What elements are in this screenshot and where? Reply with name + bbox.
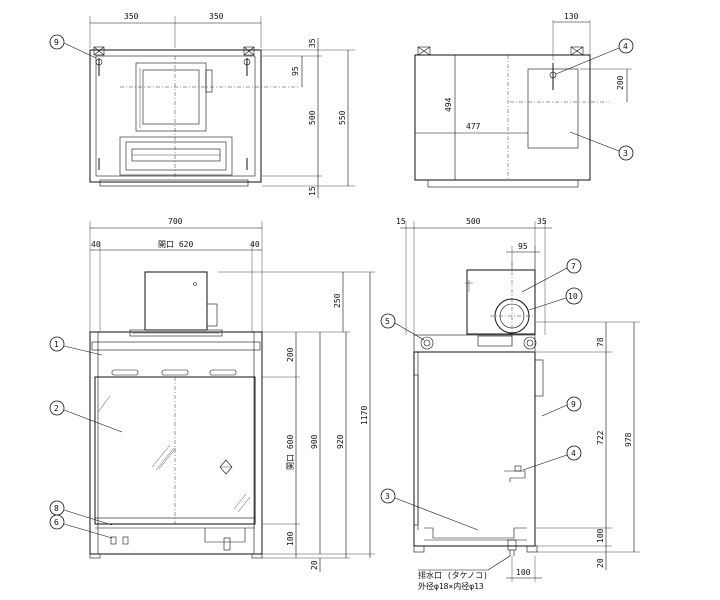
fan-unit: [144, 271, 208, 331]
top-view-outline: [89, 49, 262, 183]
dim-opening-600: 開口 600: [286, 435, 295, 470]
dim-477: 477: [466, 122, 481, 131]
dim-130: 130: [564, 12, 579, 21]
dim-500-side: 500: [466, 217, 481, 226]
dim-100-bottom: 100: [516, 568, 531, 577]
side-view: 15 500 35 95: [380, 217, 640, 591]
dim-250: 250: [333, 293, 342, 308]
dim-200-front: 200: [286, 347, 295, 362]
front-view: 700 40 開口 620 40: [49, 217, 375, 572]
cabinet-body: [89, 331, 263, 555]
dim-494: 494: [444, 97, 453, 112]
dim-700: 700: [168, 217, 183, 226]
dim-20-side: 20: [596, 558, 605, 568]
side-fan-box: [466, 269, 536, 335]
drain-label: 排水口 (タケノコ): [418, 570, 488, 580]
dim-200: 200: [616, 75, 625, 90]
side-top-outline: [414, 54, 591, 181]
dim-opening-620: 開口 620: [158, 240, 193, 249]
dim-350-left: 350: [124, 12, 139, 21]
balloon-4-top: 4: [623, 42, 628, 51]
dim-550: 550: [338, 110, 347, 125]
balloon-8: 8: [54, 504, 59, 513]
dim-900: 900: [310, 434, 319, 449]
balloon-4-side: 4: [571, 449, 576, 458]
dim-40-left: 40: [91, 240, 101, 249]
dim-40-right: 40: [250, 240, 260, 249]
dim-722: 722: [596, 430, 605, 445]
dim-78: 78: [596, 337, 605, 347]
dim-500: 500: [308, 110, 317, 125]
dim-15: 15: [308, 186, 317, 196]
drain-spec: 外径φ18×内径φ13: [418, 581, 484, 591]
balloon-3-top: 3: [623, 149, 628, 158]
dim-978: 978: [624, 432, 633, 447]
balloon-9-side: 9: [571, 400, 576, 409]
balloon-1: 1: [54, 340, 59, 349]
dim-1170: 1170: [360, 406, 369, 425]
dim-95-side: 95: [518, 242, 528, 251]
dim-35-side: 35: [537, 217, 547, 226]
dim-350-right: 350: [209, 12, 224, 21]
dim-35: 35: [308, 38, 317, 48]
balloon-3-side: 3: [385, 492, 390, 501]
balloon-10: 10: [568, 292, 578, 301]
top-view: 350 350 35 95 500: [49, 12, 355, 198]
balloon-6: 6: [54, 518, 59, 527]
side-body: [413, 351, 536, 547]
balloon-9-top: 9: [54, 38, 59, 47]
dim-100-front: 100: [286, 531, 295, 546]
dim-20-front: 20: [310, 560, 319, 570]
dim-100-side: 100: [596, 528, 605, 543]
balloon-7: 7: [571, 262, 576, 271]
dim-15-side: 15: [396, 217, 406, 226]
balloon-2: 2: [54, 404, 59, 413]
dim-95: 95: [291, 66, 300, 76]
side-top-view: 130 200 494 477 4 3: [414, 12, 634, 188]
balloon-5: 5: [385, 317, 390, 326]
dim-920: 920: [336, 434, 345, 449]
